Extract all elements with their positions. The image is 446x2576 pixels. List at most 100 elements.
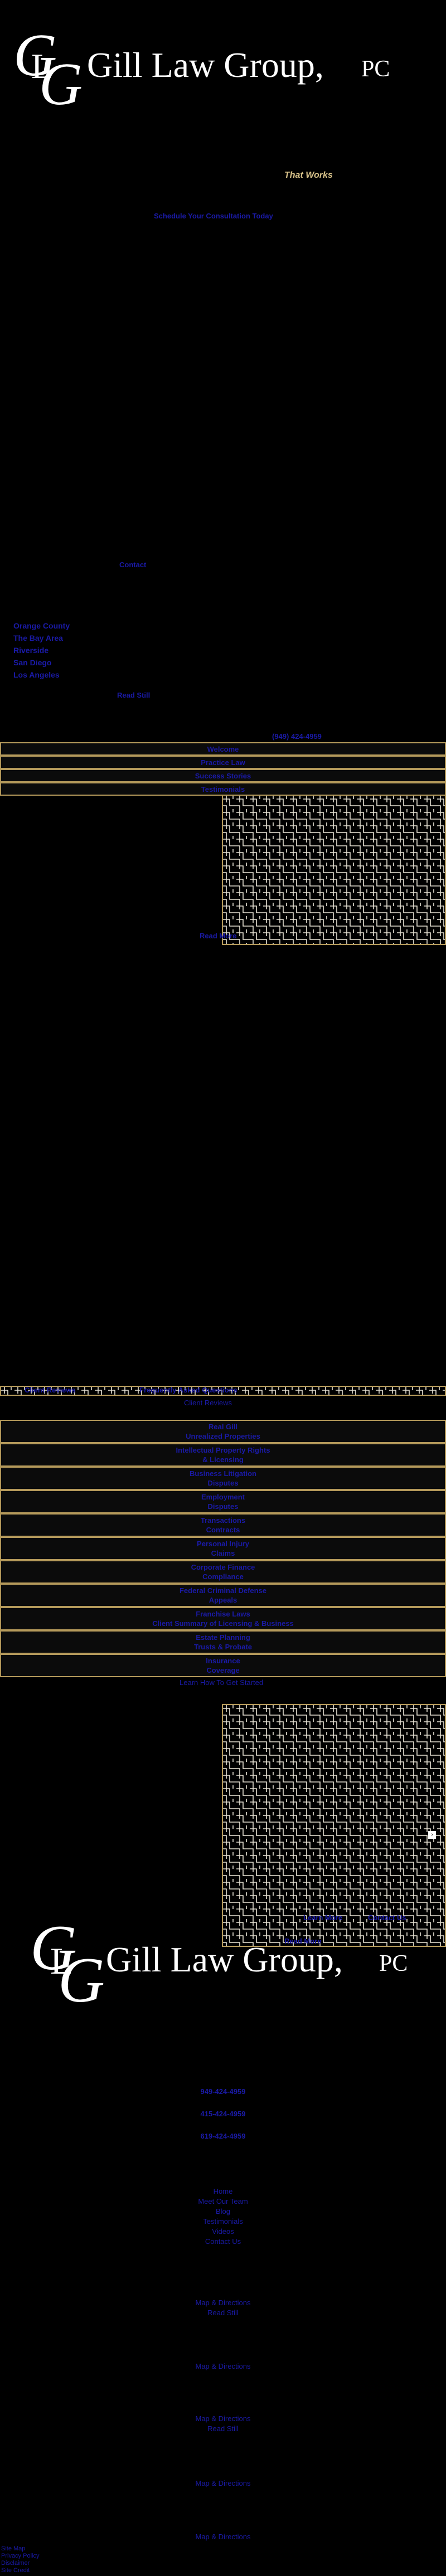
header-logo[interactable]: G G L Gill Law Group, PC xyxy=(12,22,403,118)
maze-pattern-image-large xyxy=(222,1704,446,1947)
practice-area-title: Intellectual Property Rights xyxy=(176,1446,270,1454)
practice-area-1[interactable]: Intellectual Property Rights& Licensing xyxy=(0,1443,446,1467)
practice-area-subtitle: Disputes xyxy=(207,1479,239,1487)
practice-area-subtitle: Client Summary of Licensing & Business xyxy=(152,1619,294,1628)
practice-area-subtitle: Appeals xyxy=(209,1596,237,1604)
location-riverside[interactable]: Riverside xyxy=(13,646,49,655)
footer-firm-suffix: PC xyxy=(379,1951,408,1976)
tagline: That Works xyxy=(284,171,333,180)
divider-link-faq[interactable]: Frequently Asked Questions xyxy=(139,1386,237,1394)
bottom-link-credit[interactable]: Site Credit xyxy=(1,2567,30,2574)
practice-area-title: Federal Criminal Defense xyxy=(179,1586,267,1595)
footer-link-videos[interactable]: Videos xyxy=(212,2227,234,2236)
maze-pattern-image xyxy=(222,795,446,945)
nav-item-label: Practice Law xyxy=(201,758,245,767)
footer-link-home[interactable]: Home xyxy=(213,2187,233,2195)
locations-more-link[interactable]: Read Still xyxy=(117,691,151,699)
office-more-link[interactable]: Read Still xyxy=(207,2424,239,2433)
divider-sub-label: Client Reviews xyxy=(184,1399,232,1407)
practice-area-subtitle: Contracts xyxy=(206,1526,240,1534)
office-map-link[interactable]: Map & Directions xyxy=(195,2479,251,2487)
firm-name: Gill Law Group, xyxy=(87,45,324,85)
hero-link[interactable]: Contact xyxy=(119,561,147,569)
footer-phone-2[interactable]: 619-424-4959 xyxy=(200,2132,246,2140)
bottom-link-sitemap[interactable]: Site Map xyxy=(1,2545,26,2552)
divider-strip xyxy=(0,1386,446,1396)
practice-area-title: Real Gill xyxy=(208,1423,238,1431)
footer-link-blog[interactable]: Blog xyxy=(215,2207,231,2215)
footer-phone-0[interactable]: 949-424-4959 xyxy=(200,2087,246,2096)
footer-nav: Home Meet Our Team Blog Testimonials Vid… xyxy=(167,2187,279,2247)
get-started-label: Learn How To Get Started xyxy=(180,1678,264,1687)
practice-area-subtitle: Coverage xyxy=(206,1666,240,1674)
footer-office-1: Map & Directions xyxy=(167,2361,279,2372)
footer-bottom-links: Site Map Privacy Policy Disclaimer Site … xyxy=(1,2545,39,2574)
practice-area-title: Corporate Finance xyxy=(191,1563,255,1571)
footer-link-team[interactable]: Meet Our Team xyxy=(198,2197,248,2205)
practice-area-subtitle: Unrealized Properties xyxy=(186,1432,260,1440)
locations-list: Orange County The Bay Area Riverside San… xyxy=(13,620,70,681)
practice-area-title: Employment xyxy=(201,1493,245,1501)
practice-area-title: Insurance xyxy=(206,1657,240,1665)
footer-firm-name: Gill Law Group, xyxy=(106,1940,343,1979)
footer-office-3: Map & Directions xyxy=(167,2478,279,2489)
nav-item-label: Success Stories xyxy=(195,771,251,780)
practice-area-subtitle: Trusts & Probate xyxy=(193,1643,253,1651)
footer-phones: 949-424-4959 415-424-4959 619-424-4959 xyxy=(167,2087,279,2141)
maze-pattern-svg xyxy=(223,1705,445,1946)
office-map-link[interactable]: Map & Directions xyxy=(195,2414,251,2423)
footer-link-contact[interactable]: Contact Us xyxy=(205,2237,241,2246)
practice-area-title: Franchise Laws xyxy=(196,1610,250,1618)
nav-item-practice[interactable]: Practice Law xyxy=(0,756,446,769)
practice-area-subtitle: & Licensing xyxy=(202,1455,244,1464)
practice-area-subtitle: Compliance xyxy=(202,1572,244,1581)
nav-item-success-stories[interactable]: Success Stories xyxy=(0,769,446,782)
office-map-link[interactable]: Map & Directions xyxy=(195,2299,251,2307)
nav-item-welcome[interactable]: Welcome xyxy=(0,742,446,756)
nav-item-label: Testimonials xyxy=(201,785,245,793)
office-map-link[interactable]: Map & Directions xyxy=(195,2533,251,2541)
maze-link-contact-us[interactable]: Contact Us xyxy=(368,1913,406,1922)
footer-logo-monogram: G G L xyxy=(30,1912,105,2016)
nav-item-label: Welcome xyxy=(207,744,239,753)
footer-logo[interactable]: G G L Gill Law Group, PC xyxy=(29,1912,419,2016)
location-los-angeles[interactable]: Los Angeles xyxy=(13,670,60,679)
footer-office-2: Map & Directions Read Still xyxy=(167,2414,279,2434)
practice-area-title: Business Litigation xyxy=(190,1469,256,1478)
practice-area-title: Transactions xyxy=(200,1516,246,1525)
maze-footer-link[interactable]: Read More xyxy=(284,1937,322,1945)
top-phone-link[interactable]: (949) 424-4959 xyxy=(272,732,322,741)
nav-item-testimonials[interactable]: Testimonials xyxy=(0,782,446,796)
schedule-consultation-link[interactable]: Schedule Your Consultation Today xyxy=(154,212,273,220)
footer-office-4: Map & Directions xyxy=(167,2532,279,2542)
maze-link-learn-more[interactable]: Learn More xyxy=(303,1913,343,1922)
location-bay-area[interactable]: The Bay Area xyxy=(13,634,63,642)
practice-area-subtitle: Disputes xyxy=(207,1502,239,1511)
footer-link-testimonials[interactable]: Testimonials xyxy=(203,2217,243,2226)
office-more-link[interactable]: Read Still xyxy=(207,2309,239,2317)
office-map-link[interactable]: Map & Directions xyxy=(195,2362,251,2370)
practice-area-subtitle: Claims xyxy=(211,1549,235,1557)
read-more-link[interactable]: Read More xyxy=(200,932,237,940)
divider-link-reviews[interactable]: Client Reviews xyxy=(25,1386,76,1394)
location-orange-county[interactable]: Orange County xyxy=(13,621,70,630)
firm-suffix: PC xyxy=(361,56,390,82)
location-san-diego[interactable]: San Diego xyxy=(13,658,52,667)
bottom-link-disclaimer[interactable]: Disclaimer xyxy=(1,2560,30,2567)
footer-phone-1[interactable]: 415-424-4959 xyxy=(200,2110,246,2118)
maze-pattern-svg xyxy=(223,796,445,944)
maze-nav-arrow-icon[interactable]: › xyxy=(428,1831,436,1839)
logo-monogram: G G L xyxy=(13,22,83,118)
practice-area-title: Personal Injury xyxy=(197,1540,249,1548)
bottom-link-privacy[interactable]: Privacy Policy xyxy=(1,2553,40,2559)
